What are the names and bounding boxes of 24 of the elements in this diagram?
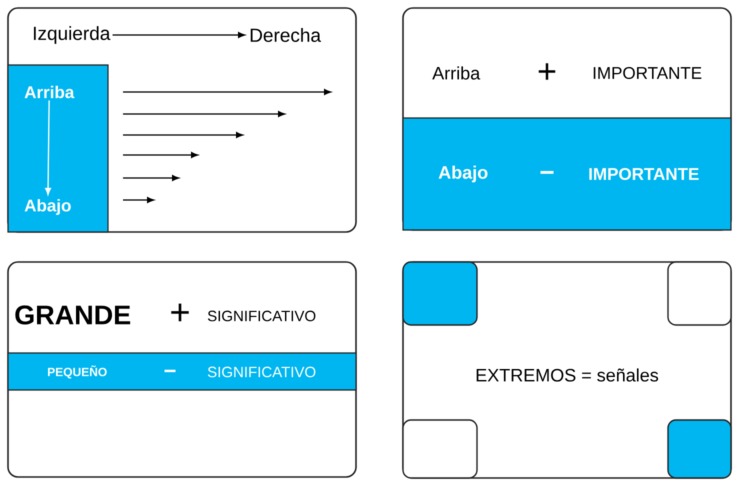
word: SIGNIFICATIVO bbox=[208, 366, 316, 378]
plus-sign: + bbox=[538, 63, 556, 80]
word: IMPORTANTE bbox=[589, 168, 699, 180]
word: Izquierda bbox=[34, 26, 110, 44]
word: PEQUEÑO bbox=[48, 365, 107, 379]
corner-square bbox=[667, 261, 732, 326]
word: GRANDE bbox=[15, 305, 130, 325]
word: Abajo bbox=[438, 166, 488, 182]
word: Arriba bbox=[432, 66, 480, 80]
word: Abajo bbox=[24, 199, 71, 215]
word: IMPORTANTE bbox=[594, 66, 702, 80]
arrow bbox=[45, 100, 52, 195]
corner-square bbox=[402, 419, 478, 479]
plus-sign: + bbox=[171, 304, 189, 322]
corner-square bbox=[667, 419, 732, 479]
minus-sign: − bbox=[540, 170, 554, 174]
word: Derecha bbox=[250, 28, 321, 42]
side-band bbox=[7, 64, 109, 233]
word: Arriba bbox=[24, 86, 74, 98]
corner-square bbox=[402, 261, 478, 326]
arrow bbox=[112, 32, 246, 38]
word: SIGNIFICATIVO bbox=[208, 310, 316, 322]
minus-sign: − bbox=[164, 370, 176, 372]
caption-text: EXTREMOS = señales bbox=[476, 368, 658, 382]
